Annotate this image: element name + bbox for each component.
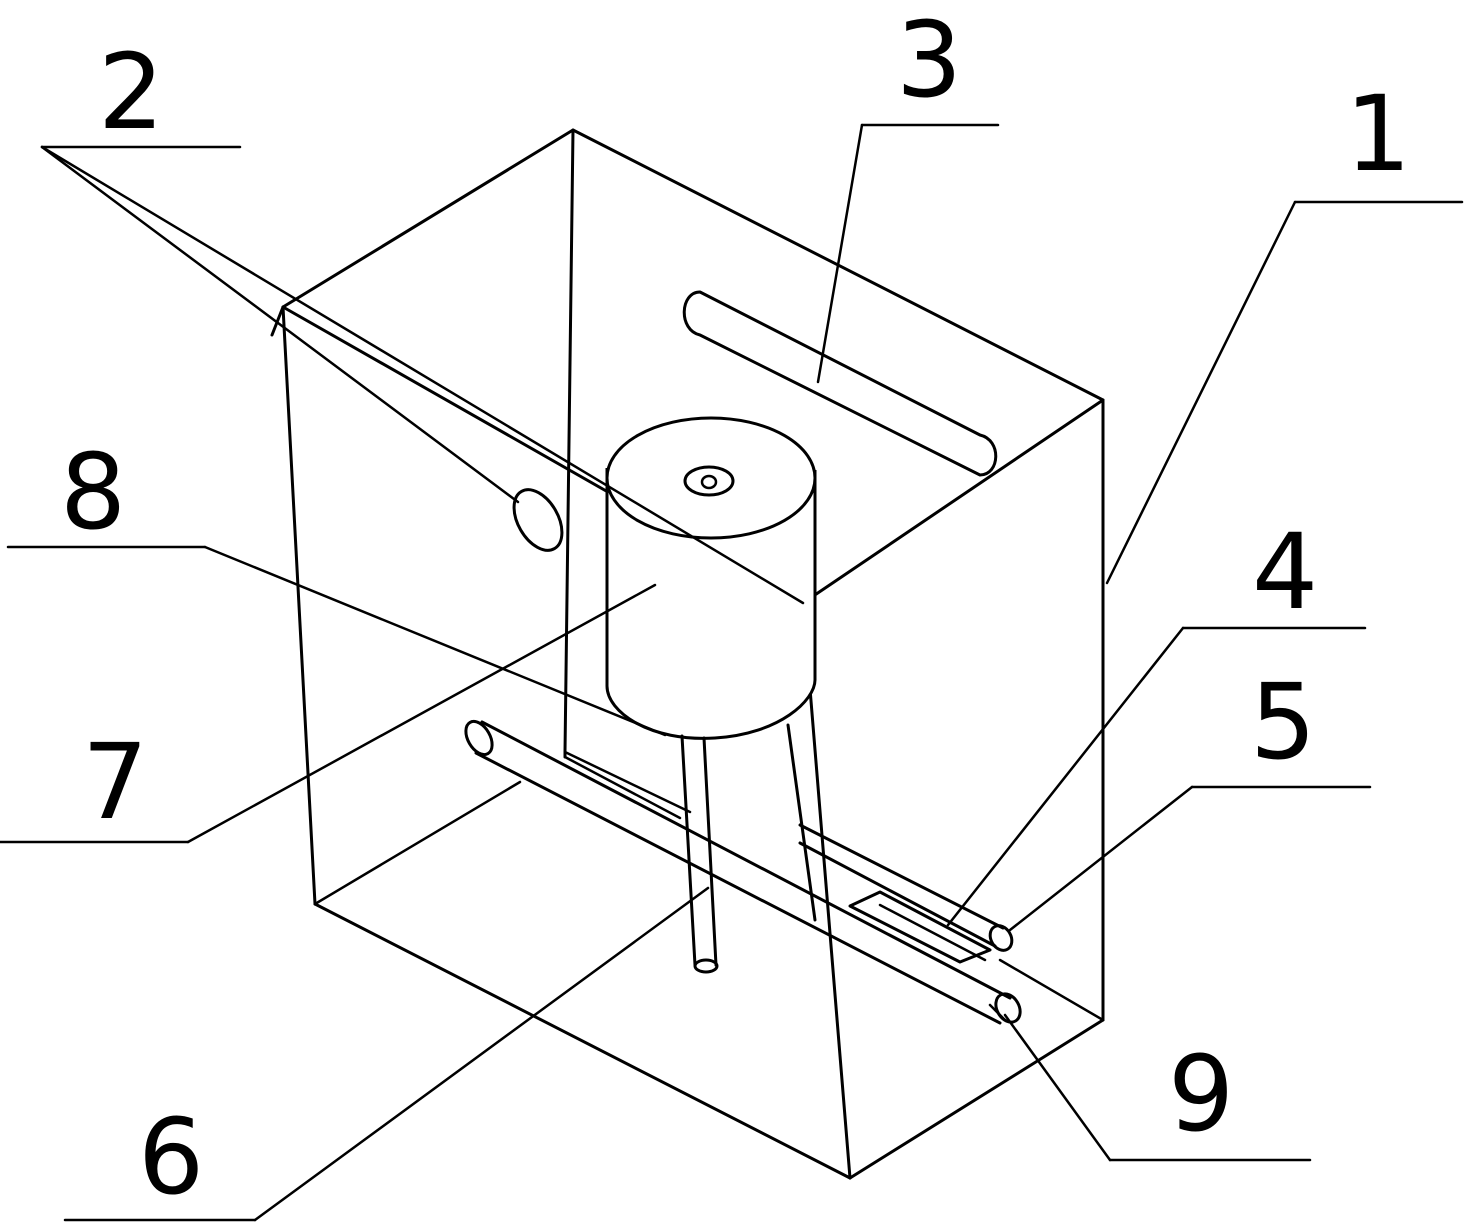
leader-1 xyxy=(1105,200,1297,585)
leader-2-a xyxy=(40,145,805,605)
box-inner-bottom-left xyxy=(313,780,522,906)
callout-9: 9 xyxy=(1168,1033,1235,1155)
cylinder-tank xyxy=(605,416,817,740)
cylinder-top-port-outer xyxy=(683,465,735,497)
leader-9 xyxy=(1003,1013,1112,1162)
cylinder-body xyxy=(605,468,817,740)
outlet-pipes xyxy=(798,823,1014,1022)
leader-6 xyxy=(253,886,710,1222)
outlet-pipe-end xyxy=(988,924,1014,952)
cylinder-top xyxy=(605,416,817,540)
box-front-edge xyxy=(801,601,852,1180)
leader-8 xyxy=(203,545,667,737)
callout-7: 7 xyxy=(82,721,149,843)
leader-5 xyxy=(1008,785,1194,932)
outlet-pipe-mid xyxy=(798,841,997,948)
box-inner-bottom-back xyxy=(563,750,692,814)
vertical-pipe-end xyxy=(693,958,719,974)
inner-outlet-sleeve-line xyxy=(878,903,987,962)
cylinder-top-port-inner xyxy=(700,474,718,490)
top-pipe-body xyxy=(682,290,998,477)
inner-outlet-sleeve xyxy=(848,890,992,964)
callout-4: 4 xyxy=(1252,511,1319,633)
bottom-pipe-bottom xyxy=(474,751,1002,1025)
vertical-pipe xyxy=(680,734,719,974)
leader-2-b xyxy=(40,145,520,504)
box-left-corner xyxy=(270,305,285,337)
inner-plate-bottom xyxy=(563,755,682,820)
tank-support-leg xyxy=(786,723,817,922)
callout-6: 6 xyxy=(138,1096,205,1218)
vertical-pipe-left xyxy=(680,734,697,967)
callout-1: 1 xyxy=(1345,73,1412,195)
leader-lines xyxy=(0,123,1464,1222)
outlet-pipe-top xyxy=(798,823,1005,930)
side-hole xyxy=(512,488,564,552)
box-left-edge xyxy=(281,305,317,906)
box-bottom-left xyxy=(313,902,852,1180)
leader-4 xyxy=(946,626,1185,927)
vertical-pipe-right xyxy=(702,736,718,967)
pipe-9-mark xyxy=(988,1003,1007,1022)
callout-3: 3 xyxy=(896,0,963,121)
box-inner-bottom-right xyxy=(998,958,1105,1022)
box-back-edge xyxy=(563,128,575,754)
leader-3 xyxy=(816,123,864,384)
callout-5: 5 xyxy=(1250,661,1317,783)
bottom-pipe-left-end xyxy=(464,719,494,757)
box-bottom-right xyxy=(848,1018,1105,1180)
callout-2: 2 xyxy=(98,31,165,153)
leader-7 xyxy=(186,583,657,844)
bottom-pipe-top xyxy=(480,720,1012,1000)
callout-8: 8 xyxy=(60,431,127,553)
inner-plate xyxy=(563,750,682,820)
top-pipe xyxy=(682,290,998,477)
bottom-pipe xyxy=(464,719,1022,1025)
